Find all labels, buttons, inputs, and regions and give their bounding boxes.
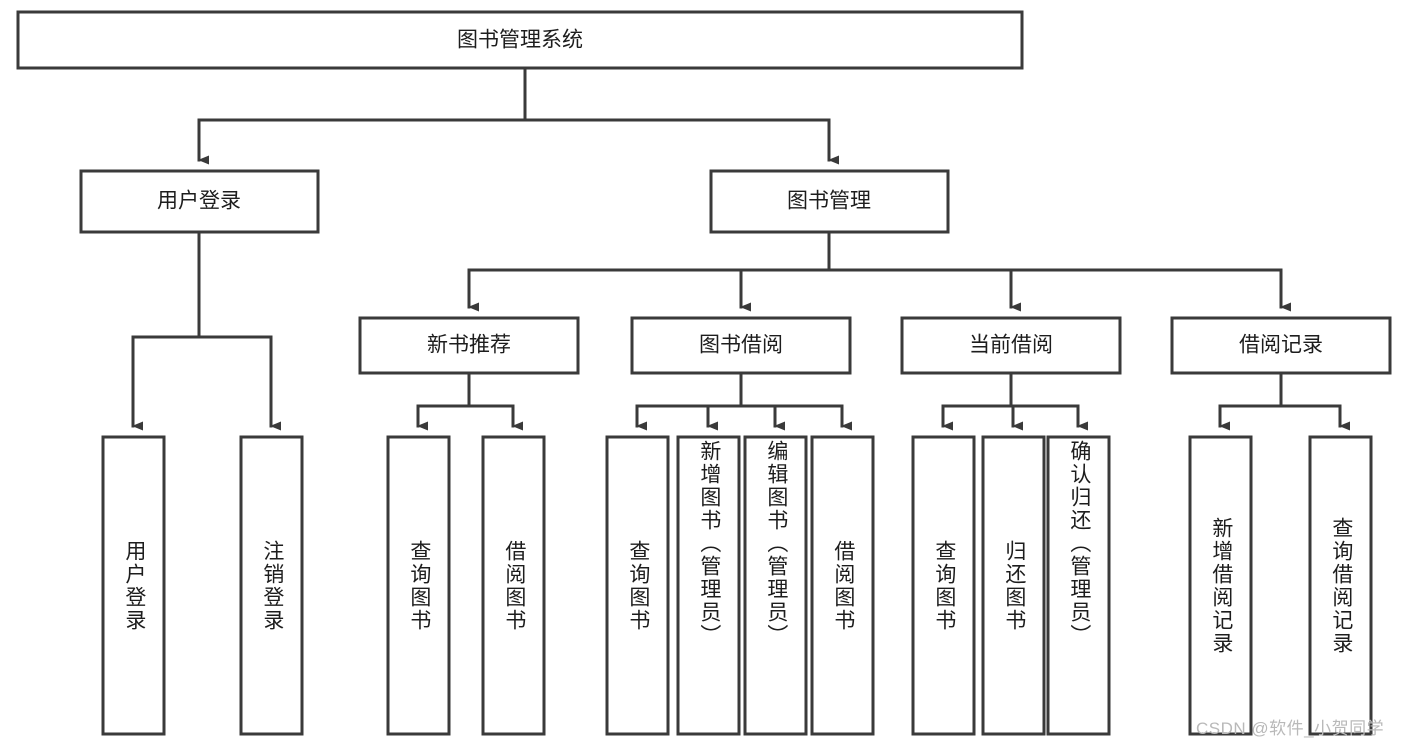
edges-currentborrow-to-leaves [941,371,1088,431]
edges-userlogin-to-leaves [131,230,281,431]
node-new-book-recommend-box[interactable] [358,316,580,375]
node-root-label: 图书管理系统 [457,29,583,52]
node-book-management-box[interactable] [709,169,950,234]
leaf-borrow-book-1-box[interactable] [481,435,546,736]
edges-bookborrow-to-leaves [635,371,852,431]
leaf-query-book-3-box[interactable] [911,435,976,736]
leaf-boxes [101,435,1373,736]
node-root[interactable]: 图书管理系统 [16,10,1024,70]
leaf-confirm-return-box[interactable] [1046,435,1111,736]
leaf-borrow-book-2-box[interactable] [810,435,875,736]
node-book-management-label: 图书管理 [787,190,871,213]
node-current-borrow[interactable]: 当前借阅 [900,316,1122,375]
node-book-management[interactable]: 图书管理 [709,169,950,234]
node-current-borrow-box[interactable] [900,316,1122,375]
leaf-query-book-2-box[interactable] [605,435,670,736]
node-user-login-label: 用户登录 [157,190,241,213]
edges-bookmgmt-to-level3 [467,230,1291,312]
node-borrow-record[interactable]: 借阅记录 [1170,316,1392,375]
edges-borrowrecord-to-leaves [1218,371,1350,431]
node-root-box[interactable] [16,10,1024,70]
node-borrow-record-box[interactable] [1170,316,1392,375]
node-user-login[interactable]: 用户登录 [79,169,320,234]
node-book-borrow[interactable]: 图书借阅 [630,316,852,375]
leaf-user-login-box[interactable] [101,435,166,736]
edges-root-to-level2 [197,66,839,165]
watermark-text: CSDN @软件_小贺同学 [1196,719,1385,738]
leaf-add-book-box[interactable] [676,435,741,736]
leaf-logout-login-box[interactable] [239,435,304,736]
node-book-borrow-label: 图书借阅 [699,334,783,357]
node-current-borrow-label: 当前借阅 [969,334,1053,357]
node-new-book-recommend[interactable]: 新书推荐 [358,316,580,375]
node-new-book-recommend-label: 新书推荐 [427,334,511,357]
leaf-return-book-box[interactable] [981,435,1046,736]
leaf-add-record-box[interactable] [1188,435,1253,736]
leaf-edit-book-box[interactable] [743,435,808,736]
edges-newbook-to-leaves [416,371,523,431]
leaf-query-record-box[interactable] [1308,435,1373,736]
node-book-borrow-box[interactable] [630,316,852,375]
node-borrow-record-label: 借阅记录 [1239,334,1323,357]
leaf-query-book-1-box[interactable] [386,435,451,736]
node-user-login-box[interactable] [79,169,320,234]
